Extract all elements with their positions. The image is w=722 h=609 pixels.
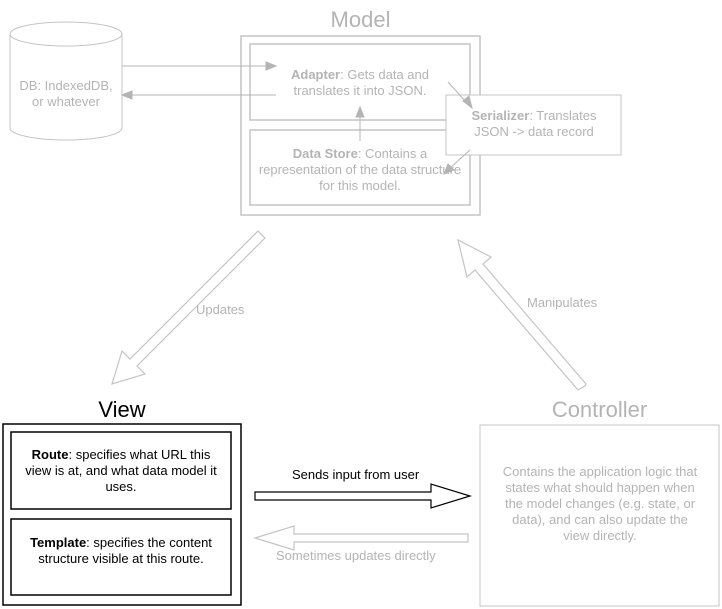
sends-input-arrow: [254, 483, 473, 509]
sometimes-updates-arrow: [252, 525, 469, 551]
database-cylinder-icon: [9, 21, 123, 141]
model-title: Model: [330, 7, 391, 32]
datastore-desc: : Contains a representation of the data …: [258, 146, 462, 193]
route-box: [10, 431, 232, 510]
datastore-box: [249, 129, 471, 206]
adapter-to-serializer-arrow: [447, 81, 473, 110]
datastore-label: Data Store: Contains a representation of…: [258, 146, 462, 194]
adapter-name: Adapter: [290, 67, 341, 82]
serializer-desc: : Translates JSON -> data record: [474, 108, 597, 139]
adapter-desc: : Gets data and translates it into JSON.: [293, 67, 430, 98]
view-outer-box: [2, 423, 242, 606]
sometimes-updates-label: Sometimes updates directly: [276, 548, 436, 563]
serializer-label: Serializer: Translates JSON -> data reco…: [454, 108, 614, 140]
serializer-box: [445, 94, 622, 156]
template-desc: : specifies the content structure visibl…: [38, 535, 212, 566]
template-name: Template: [30, 535, 87, 550]
route-desc: : specifies what URL this view is at, an…: [25, 447, 217, 494]
controller-box: [479, 424, 720, 607]
view-title: View: [98, 397, 146, 422]
serializer-to-datastore-arrow: [443, 149, 471, 175]
manipulates-arrow: [457, 238, 587, 391]
datastore-to-adapter-arrow: [355, 105, 365, 141]
adapter-label: Adapter: Gets data and translates it int…: [262, 67, 458, 99]
controller-desc: Contains the application logic that stat…: [502, 464, 698, 543]
db-label: DB: IndexedDB, or whatever: [19, 78, 113, 109]
route-name: Route: [31, 447, 69, 462]
adapter-to-db-arrow: [120, 90, 276, 100]
route-label: Route: specifies what URL this view is a…: [20, 447, 222, 495]
sends-input-label: Sends input from user: [292, 467, 420, 482]
updates-label: Updates: [196, 302, 245, 317]
controller-title: Controller: [551, 397, 648, 422]
template-box: [10, 518, 232, 596]
serializer-name: Serializer: [471, 108, 530, 123]
updates-arrow: [111, 230, 266, 385]
db-to-adapter-arrow: [122, 61, 278, 71]
manipulates-label: Manipulates: [527, 295, 598, 310]
template-label: Template: specifies the content structur…: [20, 535, 222, 567]
datastore-name: Data Store: [292, 146, 358, 161]
